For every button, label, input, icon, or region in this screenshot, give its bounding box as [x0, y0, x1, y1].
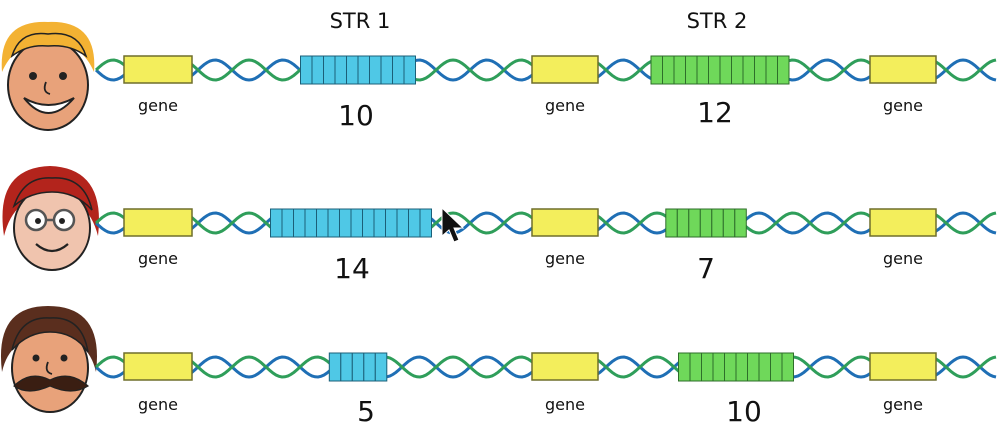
str1-repeat-unit: [380, 55, 393, 85]
str2-repeat-unit: [747, 352, 760, 382]
str1-repeat-block: [300, 55, 416, 85]
str1-repeat-unit: [369, 55, 382, 85]
gene-label: gene: [138, 96, 178, 115]
str2-header: STR 2: [687, 9, 748, 33]
str1-repeat-unit: [396, 208, 409, 238]
gene-box: [869, 208, 937, 237]
str2-repeat-unit: [735, 352, 748, 382]
str2-repeat-unit: [765, 55, 778, 85]
str1-repeat-unit: [363, 352, 376, 382]
gene-box: [531, 55, 599, 84]
str1-repeat-unit: [392, 55, 405, 85]
gene-label: gene: [138, 395, 178, 414]
str2-repeat-unit: [754, 55, 767, 85]
str1-repeat-unit: [316, 208, 329, 238]
gene-box: [869, 55, 937, 84]
str2-repeat-unit: [650, 55, 663, 85]
gene-label: gene: [138, 249, 178, 268]
str2-repeat-unit: [731, 55, 744, 85]
str1-repeat-unit: [300, 55, 313, 85]
str1-repeat-count: 5: [357, 395, 375, 428]
red-hair-glasses-face: [2, 166, 100, 271]
str1-repeat-unit: [373, 208, 386, 238]
str2-repeat-block: [678, 352, 794, 382]
str1-header: STR 1: [330, 9, 391, 33]
str2-repeat-unit: [770, 352, 783, 382]
arrow-cursor-icon: [441, 206, 465, 243]
str2-repeat-unit: [719, 55, 732, 85]
str1-repeat-unit: [351, 352, 365, 382]
str2-repeat-block: [665, 208, 747, 238]
str1-repeat-unit: [311, 55, 324, 85]
str2-repeat-unit: [712, 352, 725, 382]
gene-label: gene: [545, 249, 585, 268]
gene-box: [123, 55, 193, 84]
str1-repeat-unit: [403, 55, 416, 85]
person-row-2: gene gene gene 14 7: [2, 166, 997, 285]
str2-repeat-unit: [678, 352, 691, 382]
person-row-1: gene gene gene 10 12: [1, 21, 997, 132]
str2-repeat-unit: [708, 55, 721, 85]
str1-repeat-unit: [293, 208, 306, 238]
str1-repeat-unit: [385, 208, 398, 238]
gene-label: gene: [545, 395, 585, 414]
str2-repeat-unit: [696, 55, 709, 85]
str2-repeat-unit: [662, 55, 675, 85]
str1-repeat-unit: [304, 208, 317, 238]
gene-box: [123, 208, 193, 237]
str1-repeat-unit: [281, 208, 294, 238]
str1-repeat-unit: [270, 208, 283, 238]
person-row-3: gene gene gene 5 10: [0, 306, 997, 428]
str2-repeat-unit: [689, 352, 702, 382]
str2-repeat-unit: [673, 55, 686, 85]
str1-repeat-unit: [323, 55, 336, 85]
gene-label: gene: [883, 96, 923, 115]
str1-repeat-count: 10: [338, 99, 374, 132]
str2-repeat-unit: [742, 55, 755, 85]
str1-repeat-unit: [339, 208, 352, 238]
str1-repeat-unit: [374, 352, 388, 382]
str2-repeat-unit: [665, 208, 678, 238]
str1-repeat-unit: [419, 208, 432, 238]
str2-repeat-unit: [724, 352, 737, 382]
gene-label: gene: [545, 96, 585, 115]
str1-repeat-block: [270, 208, 432, 238]
str2-repeat-unit: [676, 208, 690, 238]
str2-repeat-unit: [701, 352, 714, 382]
str2-repeat-count: 10: [726, 395, 762, 428]
str2-repeat-unit: [758, 352, 771, 382]
str1-repeat-unit: [408, 208, 421, 238]
str1-repeat-block: [328, 352, 388, 382]
str1-repeat-unit: [362, 208, 375, 238]
gene-box: [531, 208, 599, 237]
str2-repeat-block: [650, 55, 790, 85]
str2-repeat-unit: [734, 208, 747, 238]
str1-repeat-unit: [346, 55, 359, 85]
str2-repeat-unit: [722, 208, 736, 238]
str2-repeat-unit: [685, 55, 698, 85]
mustache-face: [0, 306, 97, 413]
str1-repeat-unit: [328, 352, 342, 382]
gene-label: gene: [883, 249, 923, 268]
gene-label: gene: [883, 395, 923, 414]
str2-repeat-count: 12: [697, 96, 733, 129]
blond-hair-face: [1, 21, 95, 131]
str1-repeat-unit: [350, 208, 363, 238]
gene-box: [869, 352, 937, 381]
str2-repeat-unit: [777, 55, 790, 85]
str1-repeat-unit: [334, 55, 347, 85]
str1-repeat-unit: [327, 208, 340, 238]
str2-repeat-unit: [688, 208, 701, 238]
str2-repeat-unit: [781, 352, 794, 382]
gene-box: [123, 352, 193, 381]
gene-box: [531, 352, 599, 381]
str2-repeat-unit: [711, 208, 724, 238]
str1-repeat-unit: [340, 352, 353, 382]
str1-repeat-unit: [357, 55, 370, 85]
str2-repeat-count: 7: [697, 252, 715, 285]
str1-repeat-count: 14: [334, 252, 370, 285]
str2-repeat-unit: [699, 208, 713, 238]
